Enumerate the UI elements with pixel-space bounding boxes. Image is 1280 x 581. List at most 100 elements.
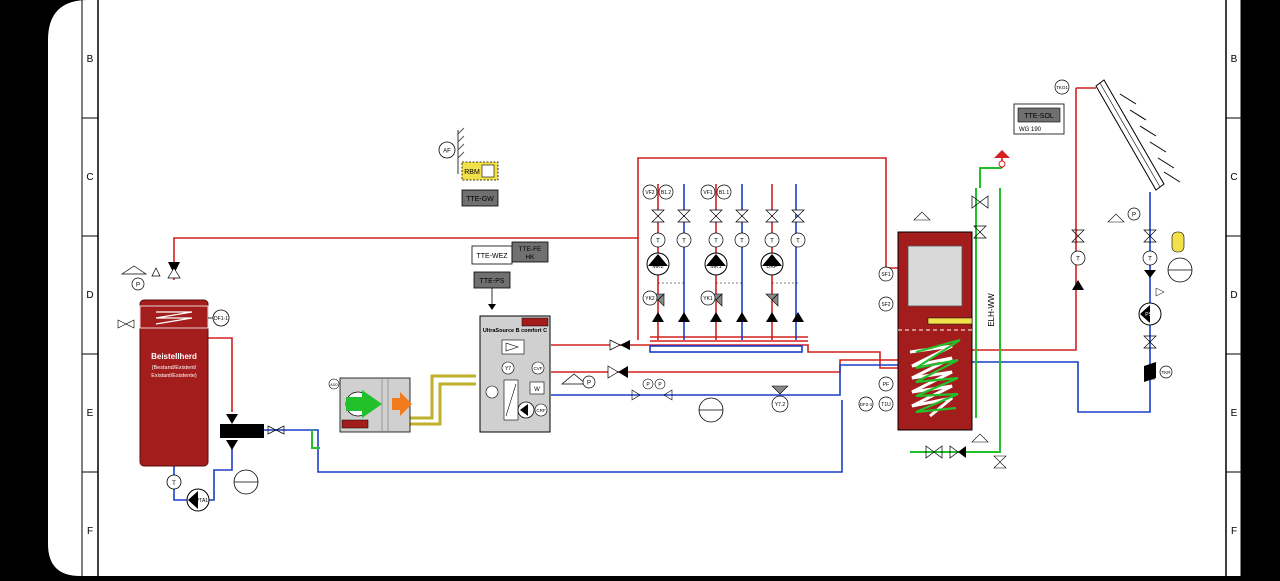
- sensor-t-label-0-1: T: [682, 239, 686, 245]
- sensor-t-0-1: [676, 232, 692, 248]
- actuator-yk-label-0: YK2: [645, 296, 655, 302]
- sensor-cvf: [531, 361, 545, 375]
- sensor-b-1: [716, 184, 732, 200]
- svg-text:P: P: [1132, 213, 1136, 219]
- row-label-f-right: F: [1231, 526, 1237, 537]
- module-tte-sol: [1017, 107, 1061, 123]
- sensor-t-2-0: [764, 232, 780, 248]
- check-valve-0-0: [652, 312, 664, 322]
- valve-bot-0-1: [677, 215, 691, 223]
- valve-top-2-0: [765, 209, 779, 217]
- svg-text:AF: AF: [443, 149, 451, 155]
- svg-text:SF1: SF1: [881, 272, 890, 278]
- valve-top-0-1: [677, 209, 691, 217]
- check-valve-2-1: [792, 312, 804, 322]
- row-label-c-left: C: [86, 172, 93, 183]
- svg-text:DF2-1: DF2-1: [860, 402, 873, 407]
- sensor-pf: [878, 376, 894, 392]
- pressure-gauge: [131, 277, 145, 291]
- outdoor-and-room-module: AF RBM TTE-GW: [438, 127, 499, 207]
- right-frame-strip: B C D E F: [1225, 0, 1280, 576]
- row-label-e-right: E: [1231, 408, 1238, 419]
- sensor-df1-1-label: DF1-1: [214, 316, 228, 322]
- mixer-side-1: [715, 293, 723, 307]
- svg-text:TTE-GW: TTE-GW: [466, 196, 494, 203]
- row-label-b-right: B: [1231, 54, 1238, 65]
- check-valve-1-0: [710, 312, 722, 322]
- module-tte-fe: [511, 241, 549, 263]
- sensor-vf-0: [642, 184, 658, 200]
- heat-pump-name: UltraSource B comfort C: [483, 328, 547, 334]
- sensor-b-0: [658, 184, 674, 200]
- row-label-f-left: F: [87, 526, 93, 537]
- airflow-arrow-green: [346, 390, 382, 418]
- actuator-yk-label-1: YK1: [703, 296, 713, 302]
- svg-text:W: W: [1151, 376, 1156, 382]
- pump-label-0: MK2: [652, 264, 663, 270]
- svg-text:T: T: [1148, 257, 1152, 263]
- left-frame-strip: B C D E F: [81, 0, 99, 576]
- svg-text:T: T: [172, 481, 176, 487]
- sensor-df2-1: [858, 396, 874, 412]
- pump-label-2: DKP: [766, 264, 778, 270]
- sensor-t-0-0: [650, 232, 666, 248]
- valve-top-1-0: [709, 209, 723, 217]
- boiler-sub2: Existant/Esistente): [151, 373, 197, 379]
- sensor-af: [438, 141, 456, 159]
- storage-tank: ELH-WW SF1 SF2 PF DF2-1 T1U: [858, 150, 1010, 469]
- svg-text:PF: PF: [883, 382, 889, 388]
- valve-bot-2-0: [765, 215, 779, 223]
- safety-valve-icon: [151, 267, 161, 277]
- airflow-arrow-orange: [392, 392, 412, 416]
- boiler-sub1: (Bestand/Existent/: [152, 365, 197, 371]
- module-tte-gw: [461, 189, 499, 207]
- valve-bot-1-0: [709, 215, 723, 223]
- sensor-vf-1: [700, 184, 716, 200]
- sensor-t-1-1: [734, 232, 750, 248]
- thermal-valve: [220, 424, 264, 438]
- mixer-side-0: [657, 293, 665, 307]
- row-label-e-left: E: [87, 408, 94, 419]
- hp-valves: P P P Y7.2: [561, 339, 789, 423]
- svg-text:P: P: [646, 382, 650, 388]
- sensor-t-label-1-1: T: [740, 239, 744, 245]
- valve-bot-0-0: [651, 215, 665, 223]
- svg-text:TTE-WEZ: TTE-WEZ: [476, 253, 508, 260]
- sensor-b-label-1: B1.1: [719, 190, 730, 196]
- air-ducts: [410, 374, 476, 426]
- svg-text:P: P: [658, 382, 662, 388]
- check-valve-1-1: [736, 312, 748, 322]
- electric-heater-rod: [927, 317, 973, 325]
- row-label-d-right: D: [1230, 290, 1237, 301]
- sensor-t1u: [878, 396, 894, 412]
- svg-text:TKO1: TKO1: [1056, 85, 1068, 90]
- svg-text:PS1: PS1: [1145, 312, 1155, 318]
- check-valve-2-0: [766, 312, 778, 322]
- row-label-c-right: C: [1230, 172, 1237, 183]
- row-label-b-left: B: [87, 54, 94, 65]
- svg-text:P: P: [587, 381, 591, 387]
- sensor-vf-label-1: VF1: [703, 190, 712, 196]
- svg-text:T1U: T1U: [881, 402, 891, 408]
- valve-top-0-0: [651, 209, 665, 217]
- outdoor-unit: ASO: [328, 377, 412, 433]
- svg-text:TTE-PS: TTE-PS: [480, 278, 505, 285]
- control-modules: TTE-WEZ TTE-FE HK TTE-PS: [471, 241, 549, 310]
- label-elh-ww: ELH-WW: [987, 293, 996, 327]
- sensor-tko1: [1054, 79, 1070, 95]
- sensor-t-label-1-0: T: [714, 239, 718, 245]
- sensor-tkr: [1159, 365, 1173, 379]
- sensor-t-label-2-1: T: [796, 239, 800, 245]
- sensor-t-1-0: [708, 232, 724, 248]
- boiler-unit: Beistellherd (Bestand/Existent/ Existant…: [117, 262, 285, 512]
- svg-text:PTA1: PTA1: [196, 498, 208, 504]
- valve-bot-1-1: [735, 215, 749, 223]
- svg-text:WG 190: WG 190: [1019, 127, 1042, 133]
- sensor-sf1: [878, 266, 894, 282]
- svg-text:RBM: RBM: [464, 169, 480, 176]
- hot-water-tap-icon: [994, 150, 1010, 158]
- valve-top-2-1: [791, 209, 805, 217]
- sensor-t-2-1: [790, 232, 806, 248]
